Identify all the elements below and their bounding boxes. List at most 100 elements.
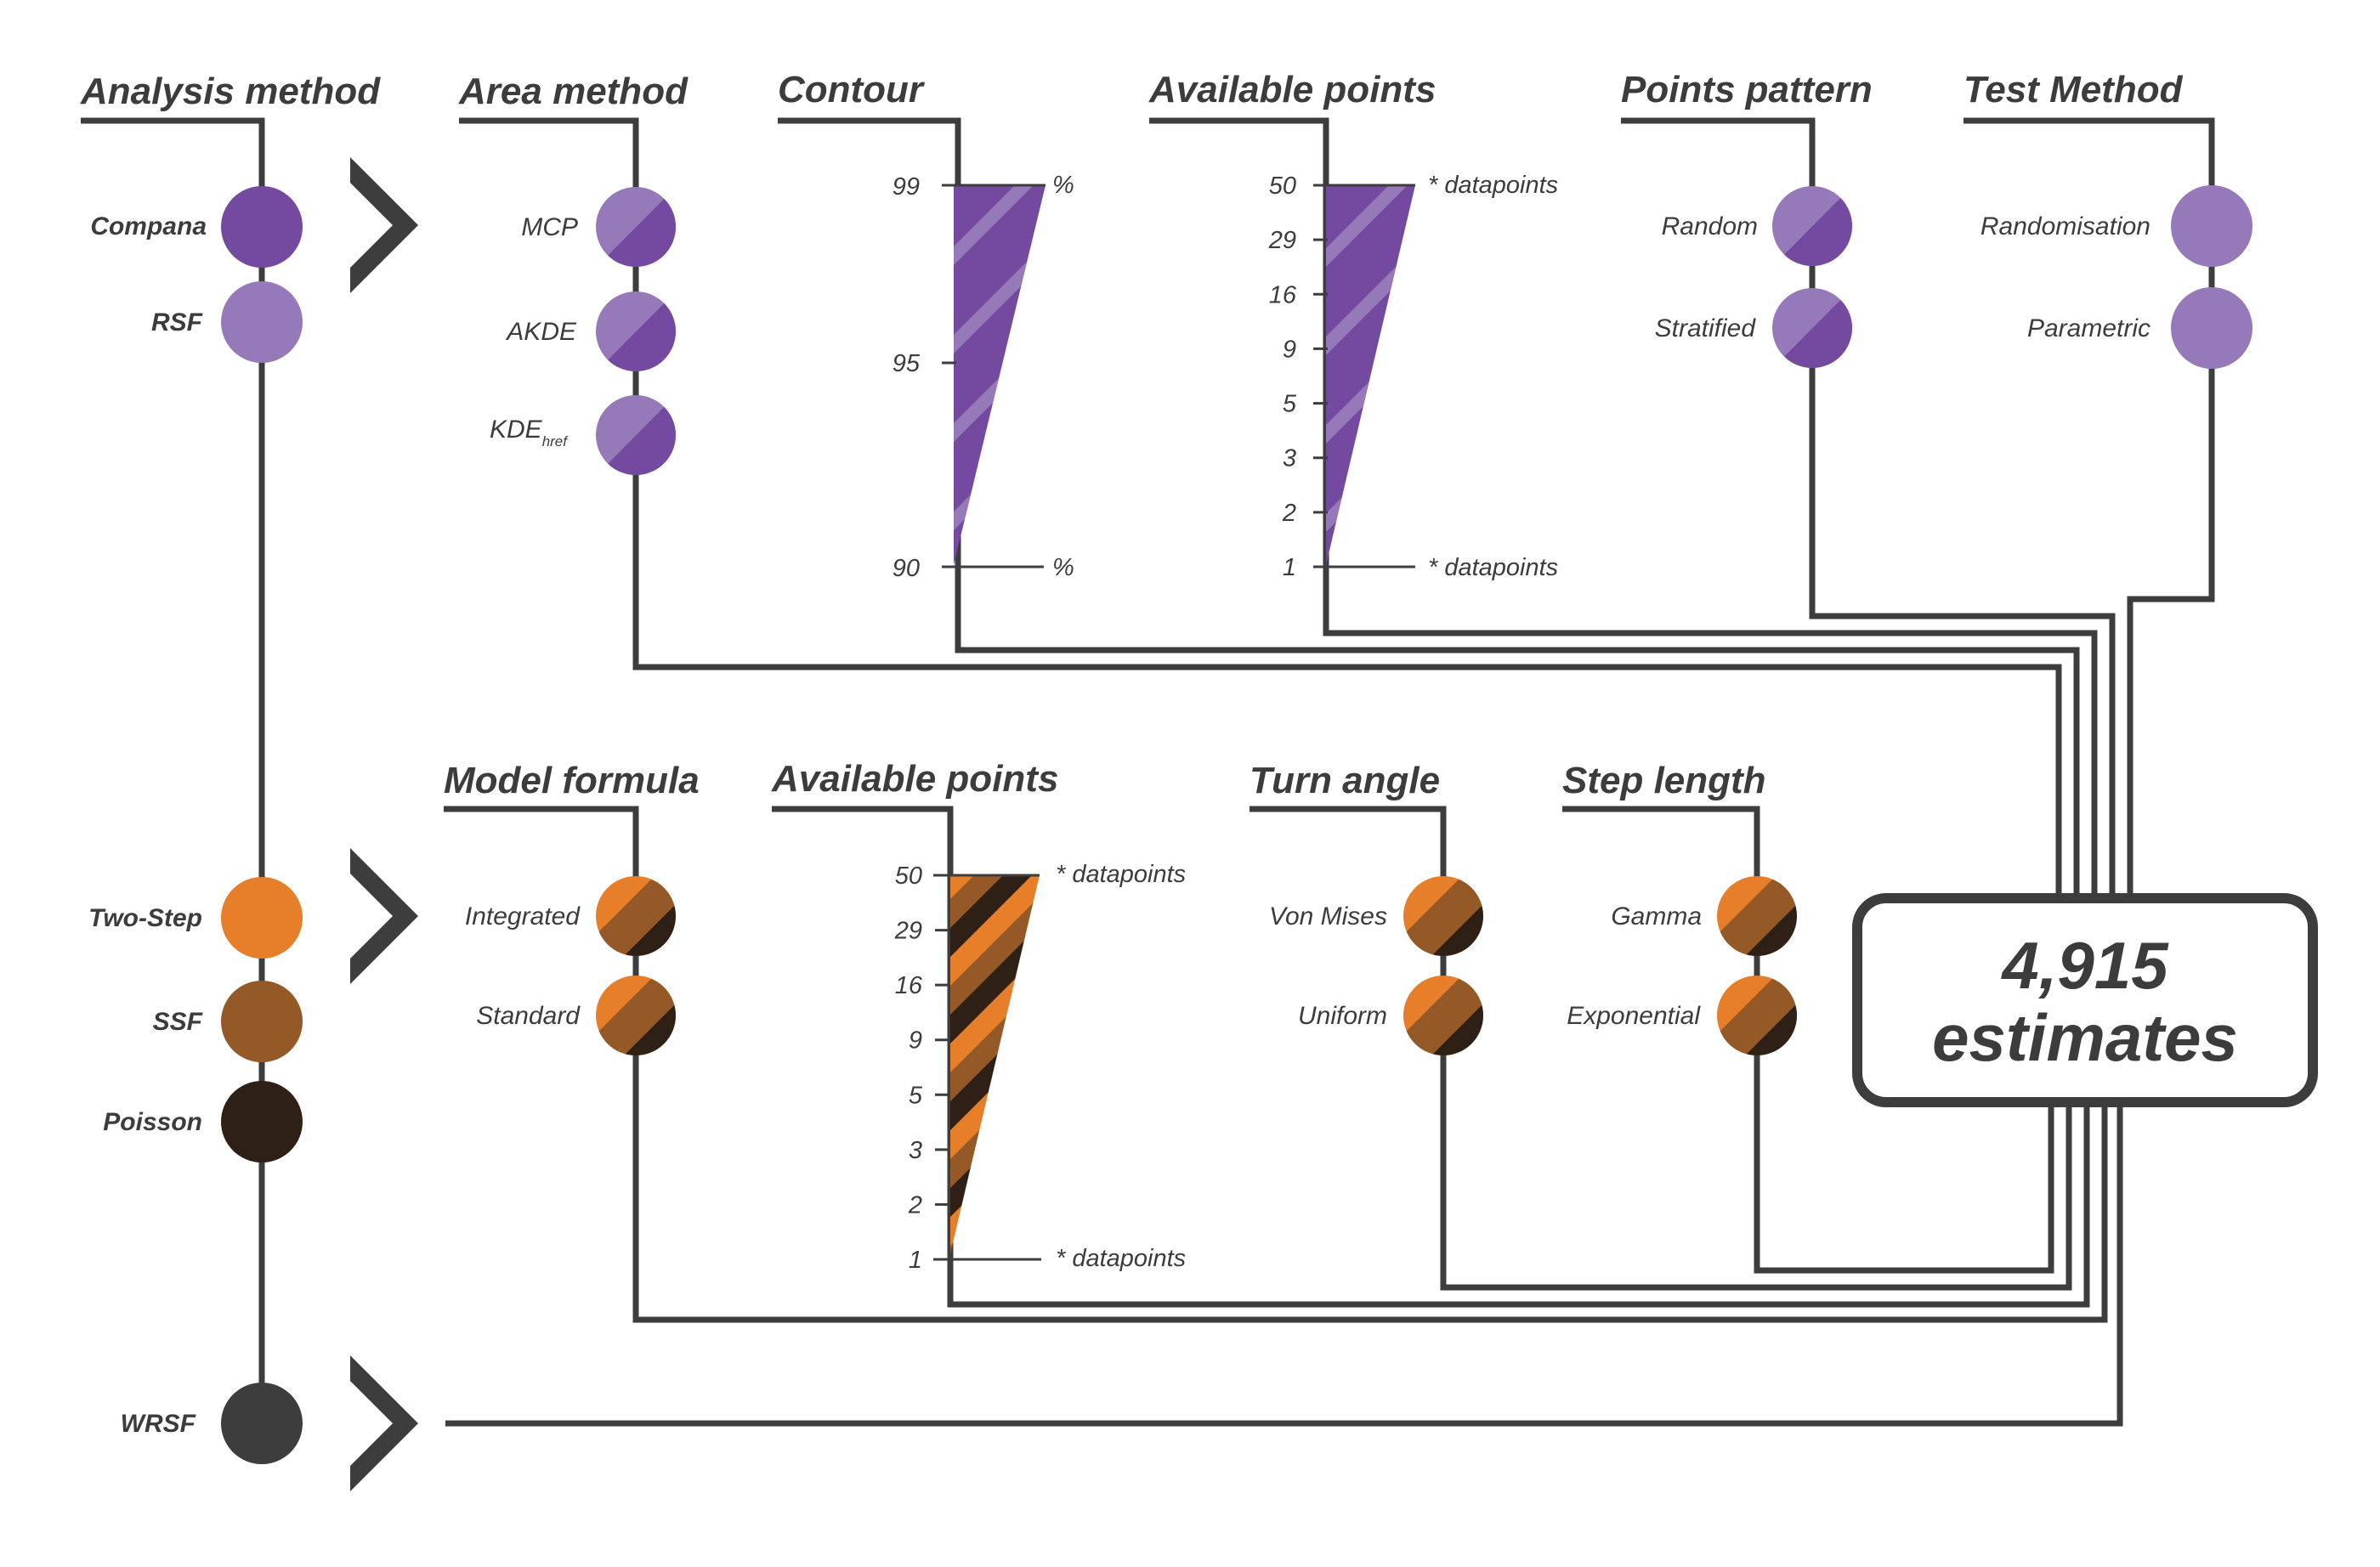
chevron-right-icon [350, 157, 418, 293]
standard-label: Standard [476, 1002, 581, 1030]
turn-angle-column: Von Mises Uniform [1269, 876, 1483, 1055]
area-method-connector [459, 117, 2062, 897]
apt-tick-label: 1 [1283, 554, 1296, 581]
wedge-stripe [954, 185, 1046, 565]
apt-tick-label: 2 [1282, 500, 1296, 527]
points-pattern-column: Random Stratified [1655, 186, 1852, 368]
exponential-label: Exponential [1567, 1002, 1701, 1030]
ssf-label: SSF [153, 1008, 203, 1036]
kde-subscript-text: href [542, 433, 570, 450]
von-mises-label: Von Mises [1269, 902, 1387, 931]
apb-tick-label: 2 [908, 1191, 922, 1219]
gamma-node [1717, 876, 1797, 956]
integrated-node [596, 876, 676, 956]
von-mises-node [1403, 876, 1483, 956]
kde-label: KDEhref [490, 416, 569, 450]
test-method-connector [1964, 117, 2215, 897]
standard-node [596, 976, 676, 1055]
rsf-node [221, 281, 303, 363]
result-box: 4,915 estimates [1852, 893, 2318, 1107]
result-unit: estimates [1932, 1000, 2238, 1075]
chevron-right-icon [350, 848, 418, 984]
turn-angle-connector [1250, 806, 2072, 1291]
wrsf-connector [445, 1105, 2123, 1427]
rsf-label: RSF [151, 308, 203, 337]
apb-tick-label: 29 [894, 918, 922, 945]
randomisation-node [2171, 185, 2252, 267]
compana-node [221, 186, 303, 268]
apt-top-unit: * datapoints [1428, 172, 1558, 199]
parametric-label: Parametric [2027, 314, 2150, 342]
wedge-stripe [731, 170, 1158, 578]
header-turn-angle: Turn angle [1250, 760, 1440, 801]
integrated-label: Integrated [465, 902, 581, 931]
contour-tick-90: 90 [892, 555, 920, 582]
poisson-node [221, 1081, 303, 1163]
kde-main-text: KDE [490, 416, 543, 444]
random-label: Random [1662, 212, 1758, 240]
model-formula-connector [444, 806, 2108, 1323]
apt-tick-label: 29 [1268, 227, 1296, 254]
apt-bottom-unit: * datapoints [1428, 554, 1558, 581]
uniform-label: Uniform [1298, 1002, 1387, 1030]
two-step-node [221, 877, 303, 959]
randomisation-label: Randomisation [1980, 212, 2150, 240]
wrsf-label: WRSF [121, 1410, 196, 1438]
contour-tick-99: 99 [892, 173, 920, 201]
gamma-label: Gamma [1611, 902, 1702, 931]
chevron-right-icon [350, 1355, 418, 1491]
apt-tick-label: 3 [1283, 445, 1296, 472]
column-headers: Analysis method Area method Contour Avai… [80, 69, 2184, 801]
apb-tick-label: 16 [895, 972, 923, 999]
compana-label: Compana [90, 212, 207, 240]
connector-lines [81, 117, 2215, 1427]
analysis-method-column: Compana RSF Two-Step SSF Poisson WRSF [88, 186, 303, 1464]
parametric-node [2171, 287, 2252, 369]
apt-tick-label: 50 [1269, 173, 1296, 200]
area-method-column: MCP AKDE KDEhref [490, 187, 676, 475]
uniform-node [1403, 976, 1483, 1055]
wrsf-node [221, 1383, 303, 1464]
wedge-stripe [1326, 185, 1415, 565]
apt-tick-label: 5 [1283, 391, 1297, 418]
wedge-stripe [954, 185, 1046, 565]
wedge-stripe [950, 875, 1040, 1253]
contour-connector [778, 117, 2080, 897]
apt-tick-label: 16 [1269, 281, 1297, 308]
stratified-label: Stratified [1655, 314, 1757, 342]
contour-bottom-unit: % [1052, 554, 1074, 581]
wedge-stripe [950, 875, 1040, 1253]
apb-tick-label: 50 [895, 863, 922, 890]
apt-tick-label: 9 [1283, 336, 1296, 363]
wedge-stripe [950, 875, 1040, 1253]
wedge-stripe [950, 875, 1040, 1253]
apb-top-unit: * datapoints [1056, 861, 1186, 888]
header-area-method: Area method [458, 71, 688, 112]
contour-tick-95: 95 [892, 350, 921, 377]
header-model-formula: Model formula [444, 760, 700, 801]
test-method-column: Randomisation Parametric [1980, 185, 2252, 369]
wedge-stripe [950, 875, 1040, 1253]
contour-top-unit: % [1052, 172, 1074, 199]
apb-tick-label: 5 [909, 1082, 923, 1109]
step-length-connector [1562, 806, 2054, 1274]
header-analysis-method: Analysis method [80, 71, 381, 112]
akde-label: AKDE [505, 318, 577, 346]
apb-tick-label: 1 [909, 1247, 922, 1274]
available-points-bottom-connector [772, 806, 2090, 1308]
apb-tick-label: 3 [909, 1137, 922, 1164]
mcp-label: MCP [521, 213, 578, 241]
header-step-length: Step length [1562, 760, 1766, 801]
result-box-frame [1852, 893, 2318, 1107]
points-pattern-connector [1621, 117, 2116, 897]
header-points-pattern: Points pattern [1621, 69, 1873, 110]
model-formula-column: Integrated Standard [465, 876, 676, 1055]
available-points-top-connector [1149, 117, 2098, 897]
wedge-stripe [1017, 875, 1040, 1253]
two-step-label: Two-Step [88, 904, 202, 932]
header-contour: Contour [778, 69, 926, 110]
apb-tick-label: 9 [909, 1027, 922, 1055]
ssf-node [221, 981, 303, 1062]
